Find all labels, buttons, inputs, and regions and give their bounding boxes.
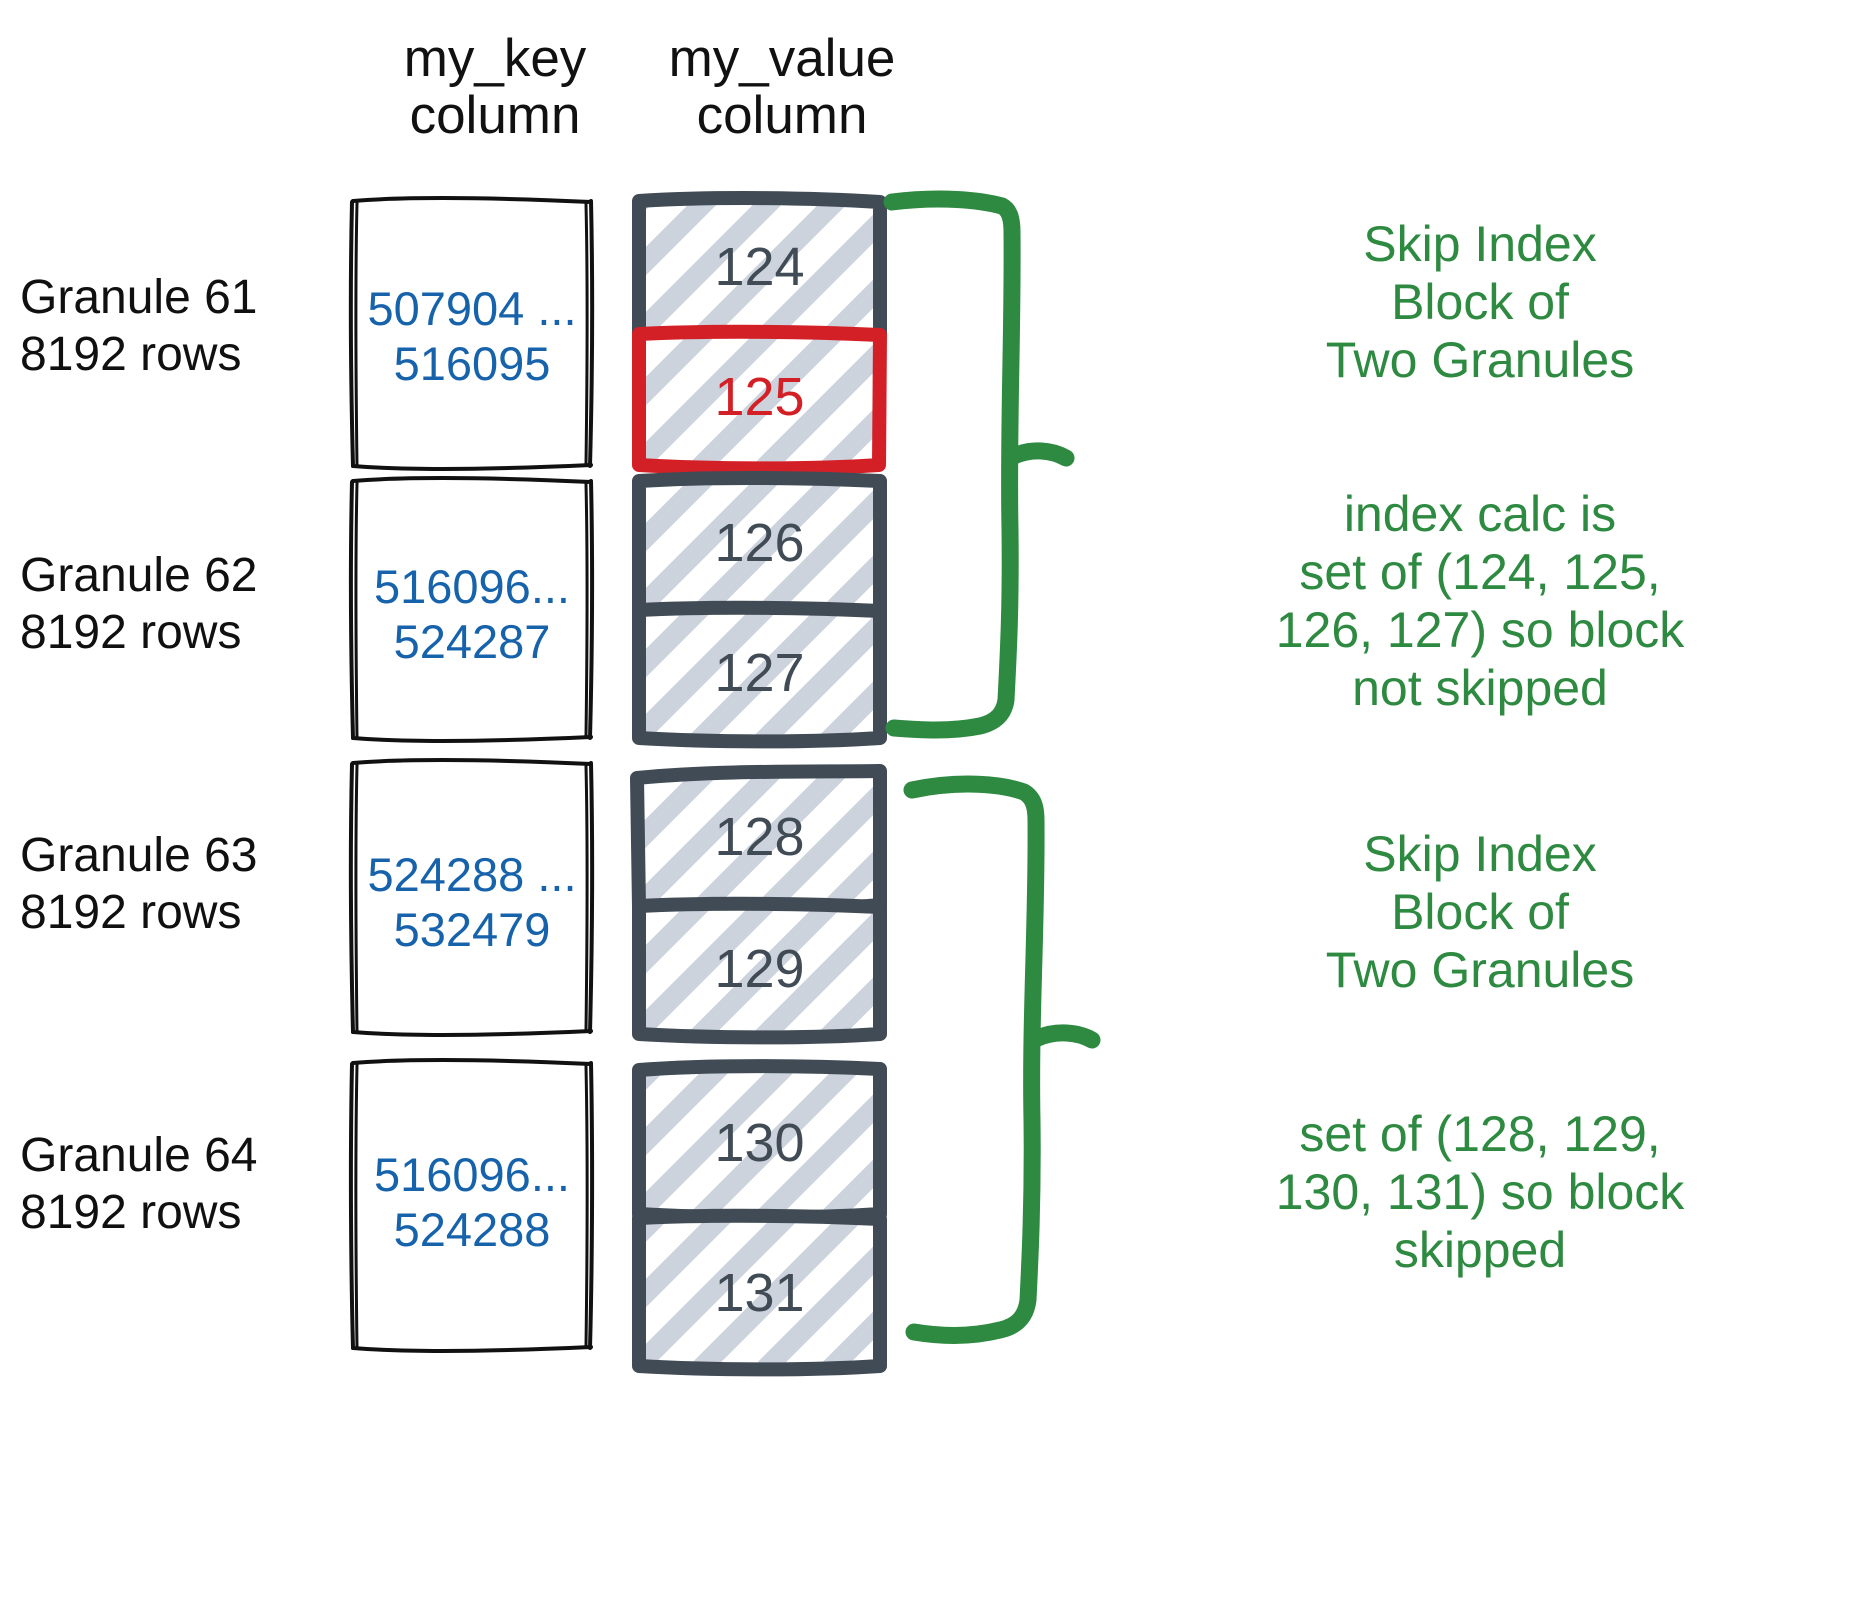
- value-text-128: 128: [714, 807, 805, 867]
- granule-label-64: Granule 64 8192 rows: [20, 1129, 258, 1239]
- value-box-124: 124: [632, 191, 887, 346]
- column-header-my-key: my_key column: [403, 29, 587, 146]
- skip-index-bracket-2: [903, 775, 1101, 1344]
- granule-label-63: Granule 63 8192 rows: [20, 829, 258, 939]
- sketch-rect-icon: [632, 896, 887, 1045]
- value-box-128: 128: [630, 764, 887, 918]
- annotation-index-calc-not-skipped: index calc is set of (124, 125, 126, 127…: [1275, 486, 1685, 716]
- sketch-rect-icon: [632, 1208, 887, 1377]
- value-box-130: 130: [632, 1059, 887, 1225]
- value-text-124: 124: [714, 237, 805, 297]
- value-text-129: 129: [714, 939, 805, 999]
- key-range-granule-63: 524288 ... 532479: [367, 848, 577, 956]
- column-header-my-value: my_value column: [668, 29, 896, 146]
- key-range-granule-64: 516096... 524288: [373, 1148, 570, 1256]
- annotation-skip-index-block-1: Skip Index Block of Two Granules: [1325, 216, 1635, 388]
- value-text-125: 125: [714, 367, 805, 427]
- value-box-125: 125: [632, 324, 887, 476]
- sketch-rect-icon: [348, 196, 595, 471]
- value-box-127: 127: [632, 600, 887, 749]
- value-text-127: 127: [714, 643, 805, 703]
- key-box-granule-63: 524288 ... 532479: [348, 758, 595, 1037]
- key-range-granule-62: 516096... 524287: [373, 560, 570, 668]
- annotation-skip-index-block-2: Skip Index Block of Two Granules: [1325, 826, 1635, 998]
- key-box-granule-61: 507904 ... 516095: [348, 196, 595, 471]
- value-text-130: 130: [714, 1113, 805, 1173]
- value-text-131: 131: [714, 1263, 805, 1323]
- sketch-rect-icon: [632, 600, 887, 749]
- value-text-126: 126: [714, 513, 805, 573]
- value-box-131: 131: [632, 1208, 887, 1377]
- annotation-set-of-skipped: set of (128, 129, 130, 131) so block ski…: [1275, 1106, 1685, 1278]
- skip-index-bracket-1: [883, 190, 1075, 739]
- granule-label-62: Granule 62 8192 rows: [20, 549, 258, 659]
- value-box-126: 126: [632, 470, 887, 622]
- granule-label-61: Granule 61 8192 rows: [20, 271, 258, 381]
- key-box-granule-64: 516096... 524288: [348, 1058, 595, 1353]
- sketch-rect-highlight-icon: [632, 324, 887, 476]
- sketch-rect-icon: [348, 1058, 595, 1353]
- sketch-rect-icon: [348, 476, 595, 743]
- value-box-129: 129: [632, 896, 887, 1045]
- key-range-granule-61: 507904 ... 516095: [367, 282, 577, 390]
- sketch-rect-icon: [348, 758, 595, 1037]
- key-box-granule-62: 516096... 524287: [348, 476, 595, 743]
